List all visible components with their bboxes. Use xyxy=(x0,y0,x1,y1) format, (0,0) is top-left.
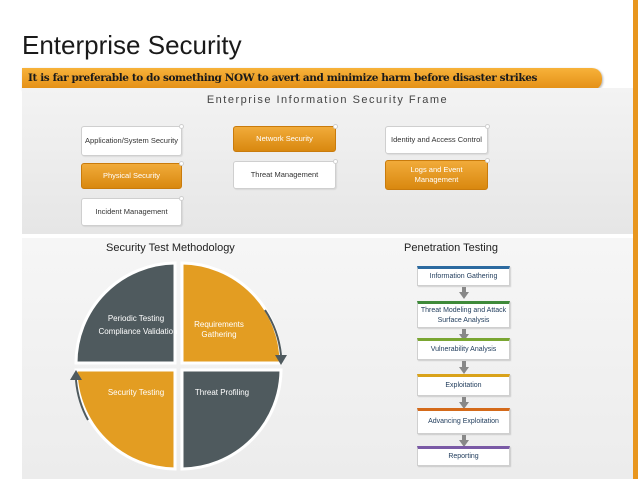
slide-title: Enterprise Security xyxy=(22,30,242,60)
quadrant-label-threat-profiling: Threat Profiling xyxy=(194,388,250,397)
flow-arrow-stem xyxy=(462,329,466,334)
flow-arrow-down xyxy=(459,402,469,409)
quadrant-periodic-testing xyxy=(74,261,177,365)
pen-step-threat-modeling: Threat Modeling and Attack Surface Analy… xyxy=(417,301,510,328)
cycle-arrow-arc xyxy=(264,309,282,356)
pen-step-label: Vulnerability Analysis xyxy=(430,346,497,354)
pen-step-advancing-exploitation: Advancing Exploitation xyxy=(417,408,510,434)
frame-box-physical-security: Physical Security xyxy=(81,161,184,189)
flow-arrow-down xyxy=(459,440,469,447)
quadrant-label-requirements-gathering: Requirements Gathering xyxy=(194,320,244,340)
quadrant-label-security-testing: Security Testing xyxy=(107,388,165,397)
pen-step-label: Exploitation xyxy=(445,382,482,390)
quadrant-label-compliance-validation: Compliance Validation xyxy=(98,327,178,336)
banner-text: It is far preferable to do something NOW… xyxy=(28,72,538,84)
banner: It is far preferable to do something NOW… xyxy=(22,68,602,90)
flow-arrow-stem xyxy=(462,361,466,367)
flow-arrow-down xyxy=(459,292,469,299)
frame-box-label: Logs and Event Management xyxy=(410,164,463,184)
quadrant-security-testing xyxy=(74,368,177,471)
cycle-arrow-head xyxy=(275,355,287,365)
frame-box-network-security: Network Security xyxy=(233,124,338,152)
frame-box-label: Physical Security xyxy=(102,170,161,180)
pen-step-label: Information Gathering xyxy=(429,273,498,281)
methodology-title: Security Test Methodology xyxy=(106,242,235,254)
pen-step-reporting: Reporting xyxy=(417,446,510,466)
frame-box-label: Application/System Security xyxy=(85,135,178,145)
slide-edge-stripe xyxy=(633,0,638,479)
quadrant-label-periodic-testing: Periodic Testing xyxy=(107,314,165,323)
frame-box-label: Identity and Access Control xyxy=(391,134,482,144)
frame-box-label: Threat Management xyxy=(250,169,319,179)
pen-step-label: Threat Modeling and Attack Surface Analy… xyxy=(420,307,507,324)
flow-arrow-down xyxy=(459,367,469,374)
flow-arrow-stem xyxy=(462,435,466,440)
flow-arrow-stem xyxy=(462,397,466,402)
pen-step-label: Advancing Exploitation xyxy=(428,418,499,426)
quadrant-threat-profiling xyxy=(180,368,283,471)
cycle-arrow-arc xyxy=(75,379,89,421)
penetration-title: Penetration Testing xyxy=(404,242,498,254)
frame-box-label: Network Security xyxy=(256,133,313,143)
frame-box-label: Incident Management xyxy=(95,206,168,216)
frame-box-threat-management: Threat Management xyxy=(233,159,338,189)
flow-arrow-down xyxy=(459,334,469,341)
pen-step-information-gathering: Information Gathering xyxy=(417,266,510,286)
frame-box-application-security: Application/System Security xyxy=(81,124,184,156)
frame-box-incident-management: Incident Management xyxy=(81,196,184,226)
frame-box-identity-access: Identity and Access Control xyxy=(385,124,490,154)
pen-step-label: Reporting xyxy=(448,453,479,461)
flow-arrow-stem xyxy=(462,287,466,292)
methodology-cycle-diagram xyxy=(70,261,287,471)
cycle-arrow-head xyxy=(70,370,82,380)
pen-step-exploitation: Exploitation xyxy=(417,374,510,396)
pen-step-vulnerability-analysis: Vulnerability Analysis xyxy=(417,338,510,360)
frame-box-logs-event: Logs and Event Management xyxy=(385,158,490,190)
frame-title: Enterprise Information Security Frame xyxy=(206,94,449,106)
